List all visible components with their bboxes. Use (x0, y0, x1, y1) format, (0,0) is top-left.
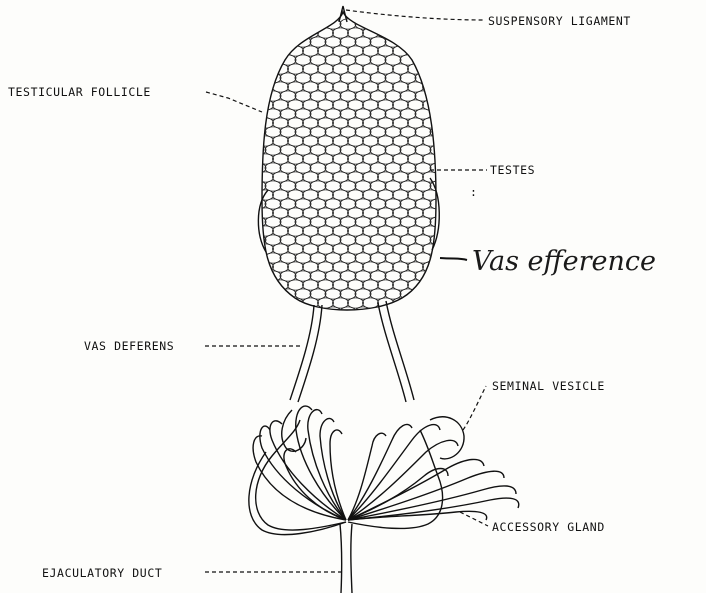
accessory-gland-tubules (249, 406, 519, 535)
label-vas-deferens: VAS DEFERENS (84, 339, 174, 353)
label-suspensory-ligament: SUSPENSORY LIGAMENT (488, 14, 631, 28)
testis (235, 12, 469, 344)
seminal-vesicle-leader (463, 386, 486, 430)
suspensory-ligament-leader (346, 10, 484, 20)
label-seminal-vesicle: SEMINAL VESICLE (492, 379, 605, 393)
label-vas-efference: Vas efference (472, 246, 656, 277)
scan-speck: : (470, 185, 478, 199)
ejaculatory-duct (340, 524, 352, 593)
label-testes: TESTES (490, 163, 535, 177)
label-accessory-gland: ACCESSORY GLAND (492, 520, 605, 534)
vas-deferens (290, 301, 414, 402)
testicular-follicle-leader (206, 92, 262, 112)
vas-efference-leader (440, 258, 467, 260)
testicular-follicle-pattern (235, 19, 469, 344)
label-ejaculatory-duct: EJACULATORY DUCT (42, 566, 162, 580)
label-testicular-follicle: TESTICULAR FOLLICLE (8, 85, 151, 99)
